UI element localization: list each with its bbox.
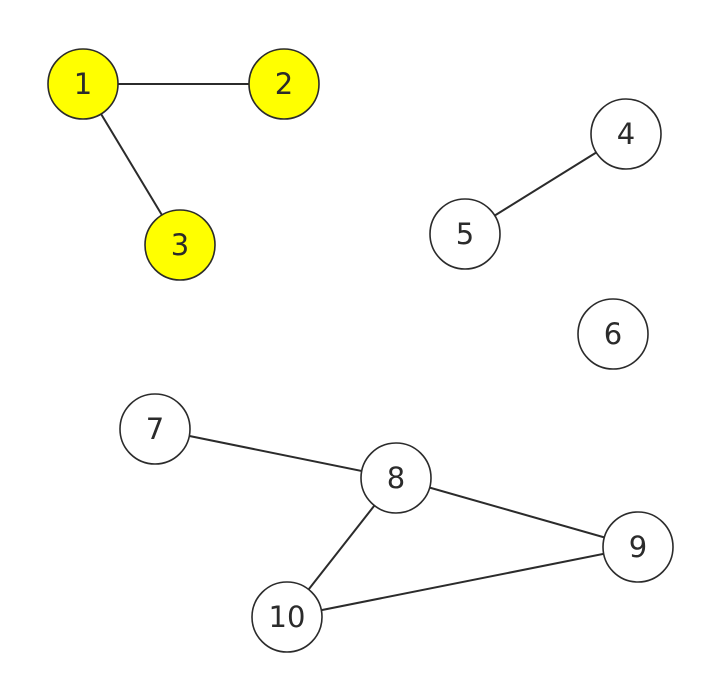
node-circle-4 [590, 98, 662, 170]
node-label-5: 5 [456, 217, 474, 251]
node-circle-3 [144, 209, 216, 281]
node-circle-9 [602, 511, 674, 583]
node-3: 3 [144, 209, 216, 281]
edges-layer [82, 83, 639, 618]
nodes-layer: 1 2 3 4 5 6 7 8 9 10 [47, 48, 674, 653]
node-1: 1 [47, 48, 119, 120]
edge-7-8 [154, 428, 397, 479]
node-label-2: 2 [275, 67, 293, 101]
node-circle-10 [251, 581, 323, 653]
node-label-1: 1 [74, 67, 92, 101]
node-label-7: 7 [146, 412, 164, 446]
node-label-10: 10 [269, 600, 306, 634]
node-6: 6 [577, 298, 649, 370]
node-7: 7 [119, 393, 191, 465]
node-circle-2 [248, 48, 320, 120]
node-label-6: 6 [604, 317, 622, 351]
edge-9-10 [286, 546, 639, 618]
node-circle-1 [47, 48, 119, 120]
node-circle-6 [577, 298, 649, 370]
node-circle-7 [119, 393, 191, 465]
node-label-9: 9 [629, 530, 647, 564]
node-label-4: 4 [617, 117, 635, 151]
node-2: 2 [248, 48, 320, 120]
node-4: 4 [590, 98, 662, 170]
node-5: 5 [429, 198, 501, 270]
node-circle-8 [360, 442, 432, 514]
edge-8-9 [395, 477, 639, 548]
node-10: 10 [251, 581, 323, 653]
node-circle-5 [429, 198, 501, 270]
node-label-3: 3 [171, 228, 189, 262]
node-label-8: 8 [387, 461, 405, 495]
node-8: 8 [360, 442, 432, 514]
node-9: 9 [602, 511, 674, 583]
